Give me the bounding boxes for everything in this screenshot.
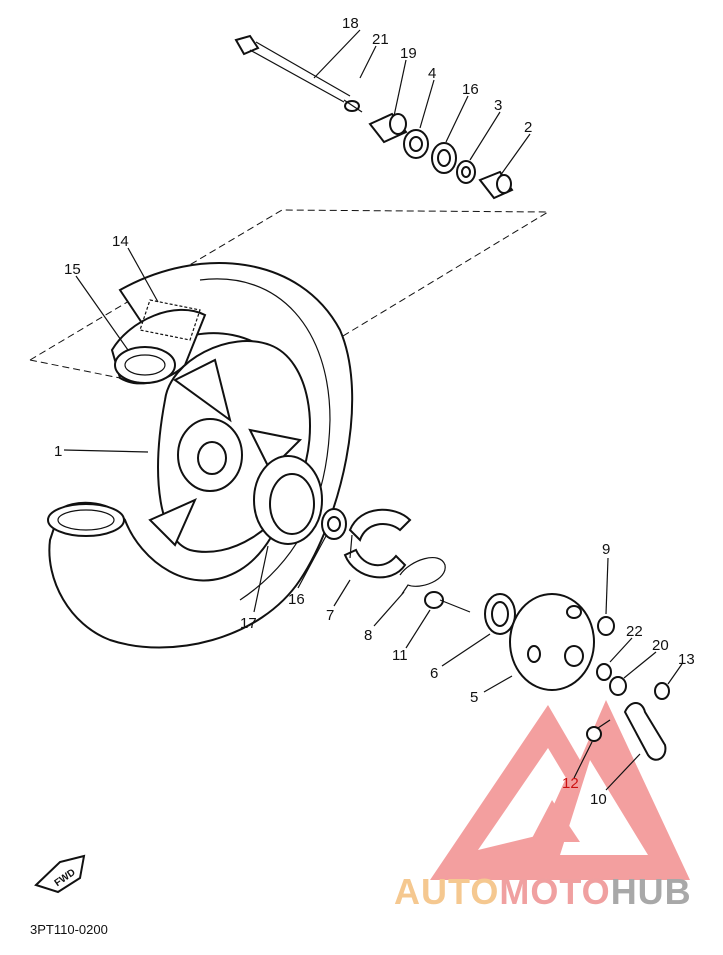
label-3: 3 [494, 97, 502, 114]
collar-19 [368, 112, 408, 144]
label-22: 22 [626, 623, 643, 640]
brake-shoe-plate-5 [509, 593, 595, 691]
label-11: 11 [392, 647, 408, 664]
label-12: 12 [562, 775, 579, 792]
label-10: 10 [590, 791, 607, 808]
svg-text:AUTOMOTOHUB: AUTOMOTOHUB [394, 871, 692, 912]
watermark-logo [430, 700, 690, 880]
oil-seal-6 [484, 593, 516, 635]
bearing-4 [403, 129, 429, 159]
label-15: 15 [64, 261, 81, 278]
label-17: 17 [240, 615, 257, 632]
label-5: 5 [470, 689, 478, 706]
bolt-12 [586, 719, 611, 742]
part-labels: 18 21 19 4 16 3 2 14 15 1 16 17 7 8 11 6… [54, 15, 695, 808]
label-21: 21 [372, 31, 389, 48]
watermark-moto: MOTO [499, 871, 610, 912]
oil-seal-3 [456, 160, 476, 184]
tube-valve [110, 299, 207, 385]
label-7: 7 [326, 607, 334, 624]
label-2: 2 [524, 119, 532, 136]
washer-22 [596, 663, 612, 681]
leader-lines [63, 29, 683, 791]
axle [234, 34, 363, 113]
label-1: 1 [54, 443, 62, 460]
spring-8 [399, 556, 446, 595]
label-14: 14 [112, 233, 129, 250]
label-8: 8 [364, 627, 372, 644]
label-16-top: 16 [462, 81, 479, 98]
nut-13 [654, 682, 670, 700]
label-20: 20 [652, 637, 669, 654]
camshaft-11 [424, 591, 471, 613]
watermark-text: AUTOMOTOHUB [394, 871, 692, 912]
watermark-triangle-inner [478, 748, 648, 855]
watermark-triangle-core [530, 800, 580, 842]
collar-2 [478, 170, 514, 200]
fwd-arrow: FWD [34, 854, 86, 894]
brake-shoe-7 [343, 508, 412, 579]
brake-arm-10 [623, 702, 667, 761]
bearing-16-top [431, 142, 457, 174]
figure-code: 3PT110-0200 [30, 922, 108, 937]
label-16-lower: 16 [288, 591, 305, 608]
nut-9 [597, 616, 615, 636]
label-19: 19 [400, 45, 417, 62]
bearing-16-lower [321, 508, 347, 540]
brake-drum-ring-17 [253, 455, 323, 545]
nut-20 [609, 676, 627, 696]
watermark-hub: HUB [611, 871, 692, 912]
label-9: 9 [602, 541, 610, 558]
label-18: 18 [342, 15, 359, 32]
label-6: 6 [430, 665, 438, 682]
watermark-auto: AUTO [394, 871, 499, 912]
label-13: 13 [678, 651, 695, 668]
label-4: 4 [428, 65, 436, 82]
